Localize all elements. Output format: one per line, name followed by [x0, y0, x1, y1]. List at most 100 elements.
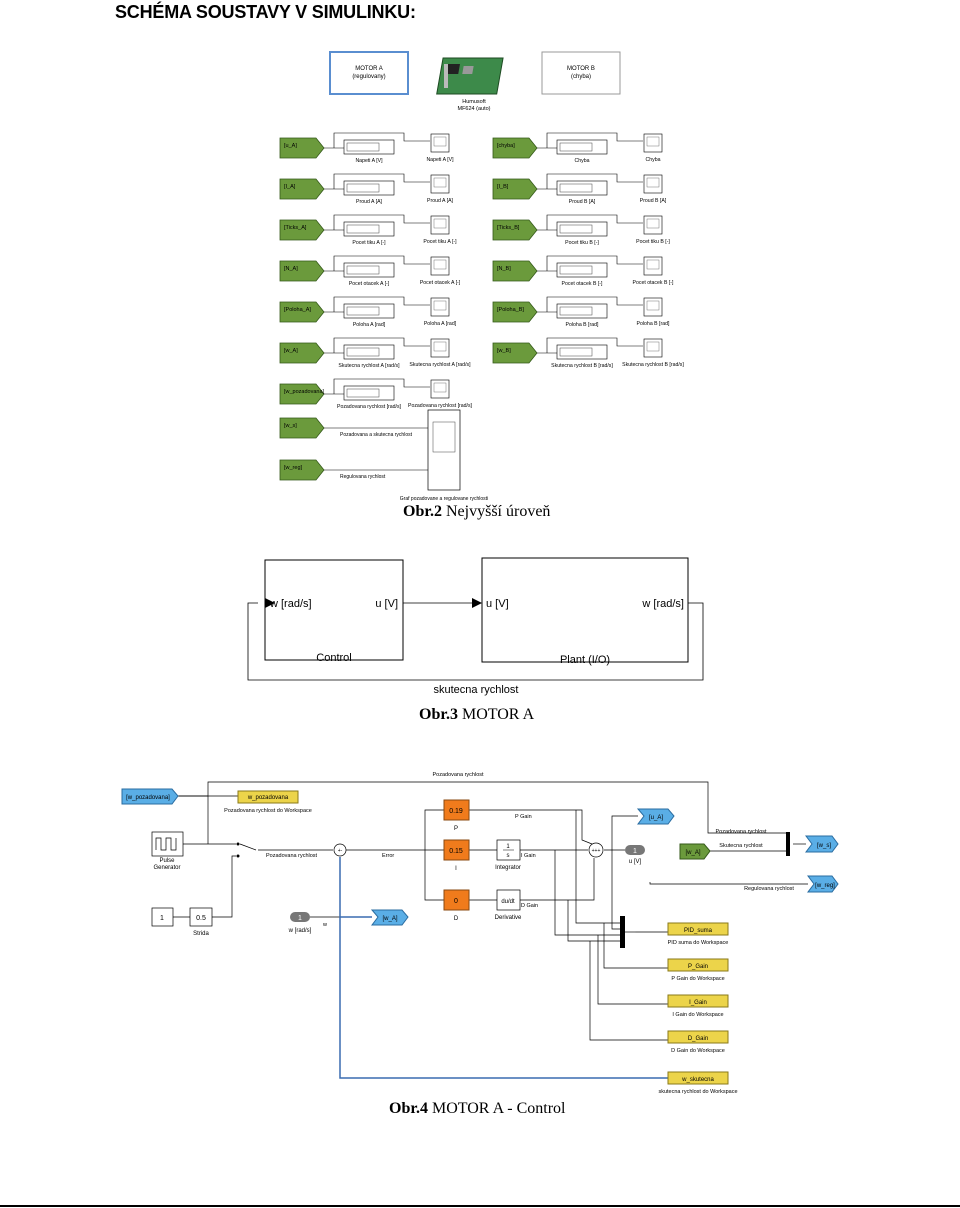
scope-right-1[interactable]: Proud B [A]	[640, 174, 667, 204]
manual-switch[interactable]: Pozadovana rychlost	[236, 842, 318, 860]
goto-w-reg[interactable]: [w_reg] Regulovana rychlost	[744, 875, 839, 893]
gain-i[interactable]: 0.15 I	[443, 839, 470, 872]
page-heading: SCHÉMA SOUSTAVY V SIMULINKU:	[115, 2, 416, 22]
mux-w-s[interactable]: Pozadovana rychlost Skutecna rychlost	[715, 829, 790, 856]
display-left-3[interactable]: Pocet otacek A [-]	[324, 255, 430, 287]
scope-left-4[interactable]: Poloha A [rad]	[424, 297, 457, 327]
svg-text:Pozadovana rychlost do Workspa: Pozadovana rychlost do Workspace	[224, 808, 312, 814]
card-label1: Humusoft	[462, 99, 486, 105]
gain-p[interactable]: 0.19 P P Gain	[443, 799, 532, 832]
svg-text:Regulovana rychlost: Regulovana rychlost	[340, 474, 386, 480]
outport-u-v[interactable]: 1 u [V]	[625, 845, 645, 865]
display-right-0[interactable]: Chyba	[537, 132, 643, 164]
display-left-1[interactable]: Proud A [A]	[324, 173, 430, 205]
svg-text:[Ticks_A]: [Ticks_A]	[284, 225, 307, 231]
goto-u-a[interactable]: [u_A]	[636, 808, 675, 825]
pulse-generator[interactable]: Pulse Generator	[151, 831, 184, 871]
from-right-2[interactable]: [Ticks_B]	[492, 219, 538, 241]
from-right-4[interactable]: [Poloha_B]	[492, 301, 538, 323]
motor-b-title: MOTOR B	[567, 66, 595, 72]
svg-text:Integrator: Integrator	[495, 865, 521, 871]
scope-right-5[interactable]: Skutecna rychlost B [rad/s]	[622, 338, 684, 368]
big-scope[interactable]: Graf pozadovane a regulovane rychlosti	[400, 409, 488, 502]
svg-text:Pozadovana a skutecna rychlost: Pozadovana a skutecna rychlost	[340, 432, 413, 438]
error-sum[interactable]: +- Error	[333, 843, 394, 859]
scope-right-0[interactable]: Chyba	[643, 133, 663, 163]
from-right-3[interactable]: [N_B]	[492, 260, 538, 282]
fig4-caption: Obr.4 MOTOR A - Control	[389, 1100, 566, 1117]
display-left-6[interactable]: Pozadovana rychlost [rad/s]	[324, 378, 430, 410]
svg-text:1: 1	[506, 844, 510, 850]
from-w-pozadovana[interactable]: [w_pozadovana]	[121, 788, 179, 805]
bottom-line-1: Regulovana rychlost	[324, 469, 428, 480]
svg-text:P_Gain: P_Gain	[688, 964, 708, 970]
from-bottom-0[interactable]: [w_s]	[279, 417, 325, 439]
from-left-5[interactable]: [w_A]	[279, 342, 325, 364]
from-left-0[interactable]: [u_A]	[279, 137, 325, 159]
from-left-1[interactable]: [I_A]	[279, 178, 325, 200]
motor-a-subsystem[interactable]: MOTOR A (regulovany)	[329, 51, 409, 95]
constant-strida[interactable]: 0.5 Strida	[189, 907, 213, 937]
scope-left-6[interactable]: Pozadovana rychlost [rad/s]	[408, 379, 473, 409]
svg-text:1: 1	[633, 848, 637, 855]
from-right-5[interactable]: [w_B]	[492, 342, 538, 364]
integrator[interactable]: 1 s Integrator I Gain	[495, 839, 536, 871]
inport-w-rad[interactable]: 1 w [rad/s] w	[288, 912, 327, 934]
display-left-0[interactable]: Napeti A [V]	[324, 132, 430, 164]
motor-b-subsystem[interactable]: MOTOR B (chyba)	[541, 51, 621, 95]
display-left-4[interactable]: Poloha A [rad]	[324, 296, 430, 328]
pid-sum[interactable]: +++	[588, 842, 604, 858]
constant-one[interactable]: 1	[151, 907, 174, 927]
goto-w-s[interactable]: [w_s]	[805, 835, 839, 853]
svg-text:du/dt: du/dt	[501, 899, 515, 905]
ws-p-gain[interactable]: P_Gain P Gain do Workspace	[667, 958, 729, 982]
scope-left-2[interactable]: Pocet tiku A [-]	[423, 215, 457, 245]
from-right-1[interactable]: [I_B]	[492, 178, 538, 200]
svg-text:s: s	[507, 853, 510, 859]
ws-w-pozadovana[interactable]: w_pozadovana Pozadovana rychlost do Work…	[224, 790, 312, 814]
display-right-1[interactable]: Proud B [A]	[537, 173, 643, 205]
goto-w-a[interactable]: [w_A]	[370, 909, 409, 926]
plant-subsystem[interactable]: u [V] w [rad/s] Plant (I/O)	[472, 557, 689, 666]
feedback-line	[339, 857, 668, 1079]
control-subsystem[interactable]: w [rad/s] u [V] Control	[264, 559, 404, 664]
svg-text:Poloha A [rad]: Poloha A [rad]	[424, 321, 457, 327]
from-left-6[interactable]: [w_pozadovana]	[279, 383, 325, 405]
scope-right-3[interactable]: Pocet otacek B [-]	[633, 256, 675, 286]
display-left-5[interactable]: Skutecna rychlost A [rad/s]	[324, 337, 430, 369]
from-w-a[interactable]: [w_A]	[679, 843, 711, 860]
scope-left-5[interactable]: Skutecna rychlost A [rad/s]	[409, 338, 471, 368]
from-left-2[interactable]: [Ticks_A]	[279, 219, 325, 241]
display-left-2[interactable]: Pocet tiku A [-]	[324, 214, 430, 246]
svg-text:Pocet tiku B [-]: Pocet tiku B [-]	[636, 239, 670, 245]
scope-left-1[interactable]: Proud A [A]	[427, 174, 454, 204]
gain-d[interactable]: 0 D	[443, 889, 470, 922]
scope-right-2[interactable]: Pocet tiku B [-]	[636, 215, 670, 245]
from-left-4[interactable]: [Poloha_A]	[279, 301, 325, 323]
scope-right-4[interactable]: Poloha B [rad]	[637, 297, 670, 327]
bottom-rule	[0, 1205, 960, 1207]
fig4-diagram: Pozadovana rychlost [w_pozadovana] w_poz…	[121, 772, 839, 1095]
scope-left-3[interactable]: Pocet otacek A [-]	[420, 256, 461, 286]
scope-left-0[interactable]: Napeti A [V]	[426, 133, 454, 163]
mux-pid[interactable]	[620, 916, 636, 948]
svg-text:Pulse: Pulse	[159, 858, 175, 864]
from-left-3[interactable]: [N_A]	[279, 260, 325, 282]
from-bottom-1[interactable]: [w_reg]	[279, 459, 325, 481]
display-right-5[interactable]: Skutecna rychlost B [rad/s]	[537, 337, 643, 369]
io-card-icon[interactable]: Humusoft MF624 (auto)	[436, 57, 504, 112]
svg-text:[w_A]: [w_A]	[382, 916, 397, 922]
svg-text:Skutecna rychlost A [rad/s]: Skutecna rychlost A [rad/s]	[338, 363, 400, 369]
display-right-2[interactable]: Pocet tiku B [-]	[537, 214, 643, 246]
from-right-0[interactable]: [chyba]	[492, 137, 538, 159]
svg-text:Napeti A [V]: Napeti A [V]	[355, 158, 383, 164]
display-right-4[interactable]: Poloha B [rad]	[537, 296, 643, 328]
svg-text:P Gain do Workspace: P Gain do Workspace	[671, 976, 724, 982]
derivative[interactable]: du/dt Derivative D Gain	[495, 889, 538, 921]
display-right-3[interactable]: Pocet otacek B [-]	[537, 255, 643, 287]
svg-text:Skutecna rychlost B [rad/s]: Skutecna rychlost B [rad/s]	[551, 363, 613, 369]
